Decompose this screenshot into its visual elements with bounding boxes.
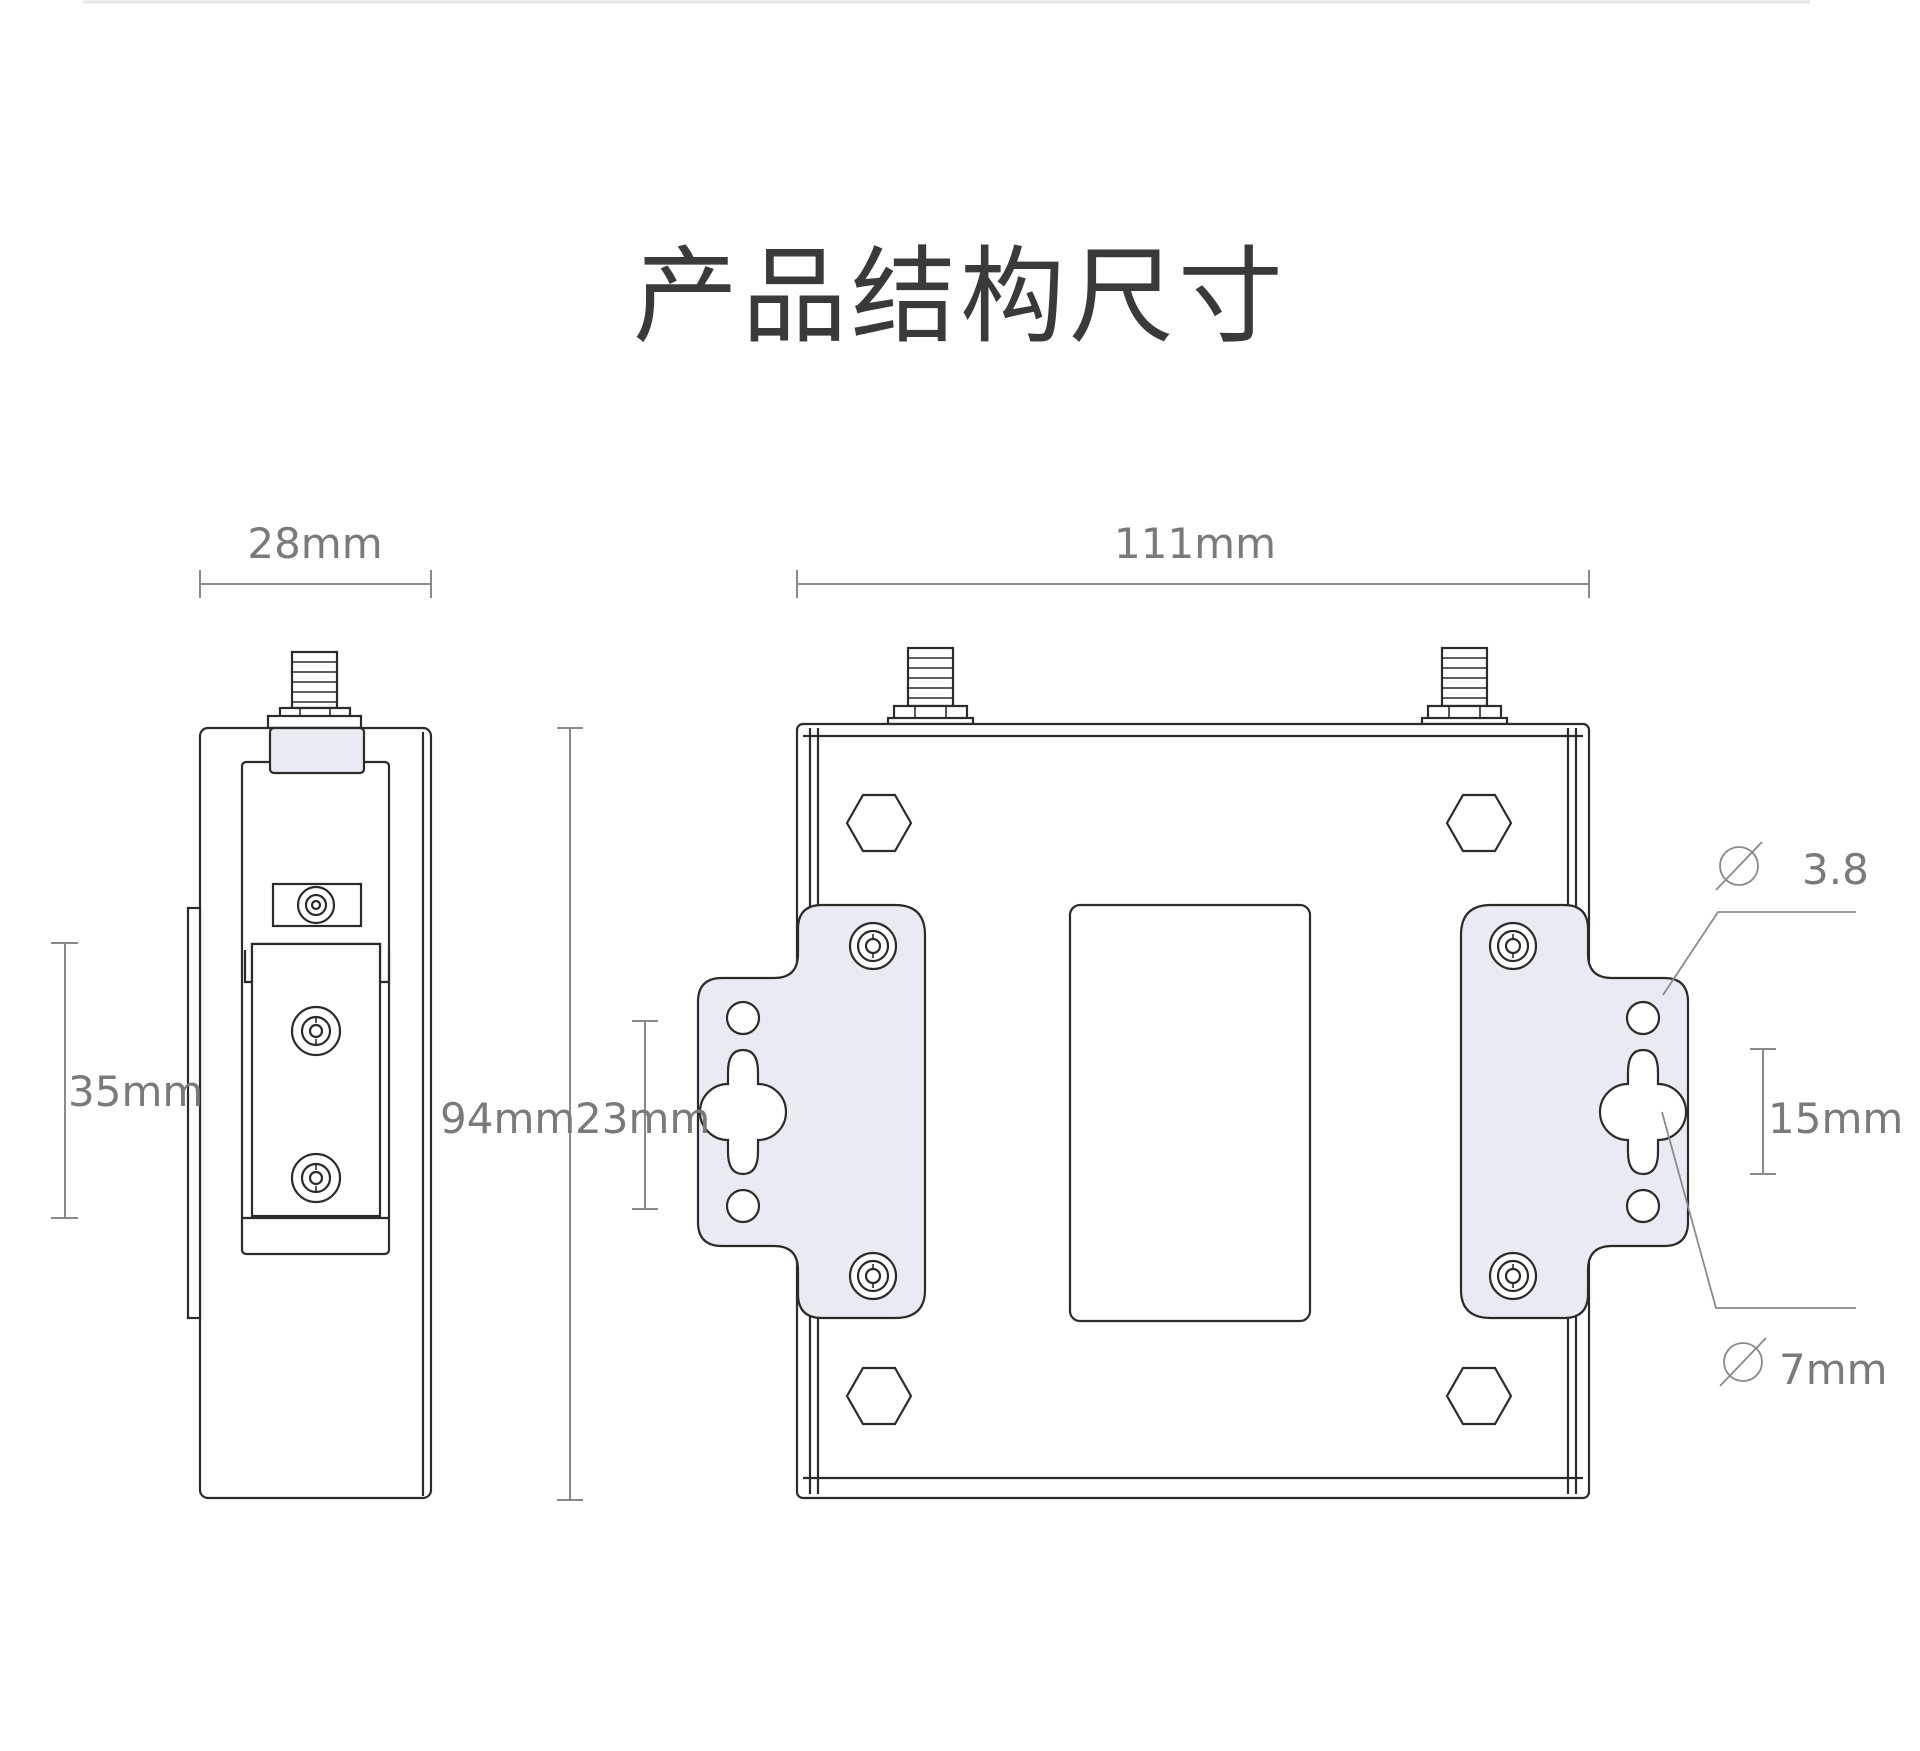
din-clip-height-dimension: 35mm bbox=[51, 942, 203, 1219]
front-view: 111mm bbox=[575, 519, 1903, 1500]
front-width-dimension: 111mm bbox=[796, 519, 1590, 598]
din-clip-height-label: 35mm bbox=[68, 1067, 203, 1116]
side-width-label: 28mm bbox=[247, 519, 382, 568]
hex-foot-bottom-left bbox=[845, 1366, 913, 1426]
front-width-label: 111mm bbox=[1114, 519, 1276, 568]
mount-bracket-left bbox=[696, 903, 927, 1320]
body-height-label: 94mm bbox=[440, 1094, 575, 1143]
front-antenna-right bbox=[1420, 646, 1509, 726]
front-body bbox=[795, 722, 1591, 1500]
small-hole-diameter-label: 3.8 bbox=[1802, 845, 1869, 894]
slot-head-diameter-callout: 7mm bbox=[1661, 1111, 1888, 1394]
slot-length-label: 15mm bbox=[1768, 1094, 1903, 1143]
hex-foot-top-right bbox=[1445, 793, 1513, 853]
bracket-hole-spacing-label: 23mm bbox=[575, 1094, 710, 1143]
slot-head-diameter-label: 7mm bbox=[1779, 1345, 1888, 1394]
side-view: 28mm bbox=[51, 519, 583, 1501]
body-height-dimension: 94mm bbox=[440, 727, 583, 1501]
front-antenna-left bbox=[886, 646, 975, 726]
diameter-symbol-icon bbox=[1723, 1342, 1763, 1382]
side-antenna-connector bbox=[266, 650, 363, 730]
slot-length-dimension: 15mm bbox=[1750, 1048, 1903, 1175]
hex-foot-bottom-right bbox=[1445, 1366, 1513, 1426]
side-width-dimension: 28mm bbox=[199, 519, 432, 598]
hex-foot-top-left bbox=[845, 793, 913, 853]
page-title: 产品结构尺寸 bbox=[632, 236, 1287, 358]
small-hole-diameter-callout: 3.8 bbox=[1662, 841, 1869, 996]
bracket-hole-spacing-dimension: 23mm bbox=[575, 1020, 710, 1210]
mount-bracket-right bbox=[1459, 903, 1690, 1320]
diameter-symbol-icon bbox=[1719, 846, 1759, 886]
side-body bbox=[186, 726, 433, 1500]
